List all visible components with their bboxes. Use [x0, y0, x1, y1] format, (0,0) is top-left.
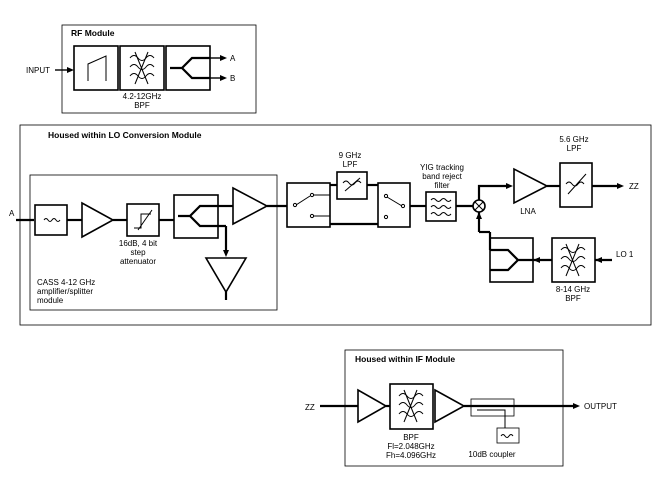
- cass-label-1: CASS 4-12 GHz: [37, 278, 95, 287]
- rf-out-b-arrow: [220, 75, 227, 81]
- splitter-icon: [490, 248, 533, 272]
- coupler-label: 10dB coupler: [468, 450, 515, 459]
- band-reject-filter-icon: [430, 198, 452, 216]
- lo1-label: LO 1: [616, 250, 634, 259]
- lo-out-arrow: [617, 183, 624, 189]
- step-attenuator-block: [126, 203, 160, 237]
- bpf-8-14ghz-block: [551, 237, 596, 283]
- bandpass-filter-icon: [129, 51, 155, 85]
- rf-out-a-arrow: [220, 55, 227, 61]
- rf-highpass-block: [73, 45, 119, 91]
- atten-label-1: 16dB, 4 bit: [119, 239, 158, 248]
- if-bpf-block: [389, 383, 434, 430]
- rf-input-label: INPUT: [26, 66, 50, 75]
- bpf814-label-1: 8-14 GHz: [556, 285, 590, 294]
- rf-module-title: RF Module: [71, 28, 115, 38]
- atten-label-3: attenuator: [120, 257, 156, 266]
- lpf9-label-1: 9 GHz: [339, 151, 362, 160]
- rf-out-a-label: A: [230, 54, 236, 63]
- lo-splitter-arrow: [533, 257, 540, 263]
- if-module-title: Housed within IF Module: [355, 354, 455, 364]
- highpass-icon: [87, 55, 107, 81]
- lo-input-a-label: A: [9, 209, 15, 218]
- rf-splitter-block: [165, 45, 211, 91]
- step-attenuator-icon: [134, 209, 153, 231]
- cass-label-3: module: [37, 296, 64, 305]
- rf-out-b-label: B: [230, 74, 235, 83]
- coupler-branch: [477, 409, 506, 428]
- lpf56-label-2: LPF: [567, 144, 582, 153]
- rf-bpf-label-1: 4.2-12GHz: [123, 92, 162, 101]
- if-bpf-label-2: Fl=2.048GHz: [387, 442, 434, 451]
- atten-label-2: step: [130, 248, 146, 257]
- mixer-to-lna-line: [477, 184, 508, 200]
- wave-filter-icon: [43, 218, 61, 222]
- lpf9-label-2: LPF: [343, 160, 358, 169]
- if-bpf-label-3: Fh=4.096GHz: [386, 451, 436, 460]
- yig-label-2: band reject: [422, 172, 462, 181]
- cass-input-filter-block: [34, 204, 68, 236]
- lo1-arrow: [595, 257, 602, 263]
- splitter-icon: [178, 204, 226, 228]
- splitter-icon: [170, 56, 210, 80]
- switch-1-block: [286, 182, 331, 228]
- bandpass-filter-icon: [560, 243, 586, 277]
- cass-amplifier-3: [204, 257, 248, 294]
- if-bpf-label-1: BPF: [403, 433, 419, 442]
- mixer-lo-arrow: [476, 212, 482, 219]
- switch-icon: [295, 195, 311, 206]
- bandpass-filter-icon: [398, 389, 424, 423]
- lo-conversion-module: Housed within LO Conversion Module A 16d…: [9, 124, 652, 326]
- if-input-zz-label: ZZ: [305, 403, 315, 412]
- lowpass-filter-icon: [342, 177, 362, 192]
- cass-branch-arrow: [223, 250, 229, 257]
- cass-amplifier-2: [232, 186, 269, 226]
- lna-arrow: [506, 183, 513, 189]
- lna-label: LNA: [520, 207, 536, 216]
- lo-out-zz-label: ZZ: [629, 182, 639, 191]
- switch-icon: [386, 196, 403, 207]
- lowpass-filter-icon: [565, 173, 587, 195]
- if-module: Housed within IF Module ZZ BPF Fl=2.048G…: [305, 349, 617, 467]
- rf-input-arrow: [67, 67, 74, 73]
- cass-label-2: amplifier/splitter: [37, 287, 93, 296]
- if-amplifier-1: [357, 388, 388, 424]
- yig-label-1: YIG tracking: [420, 163, 464, 172]
- rf-bpf-label-2: BPF: [134, 101, 150, 110]
- bpf814-label-2: BPF: [565, 294, 581, 303]
- lpf56-label-1: 5.6 GHz: [559, 135, 588, 144]
- lna-amplifier: [513, 167, 549, 205]
- load-wave-icon: [500, 434, 514, 438]
- if-output-label: OUTPUT: [584, 402, 617, 411]
- lo-module-title: Housed within LO Conversion Module: [48, 130, 202, 140]
- rf-module: RF Module INPUT A B 4.2-12GHz BPF: [26, 24, 257, 114]
- yig-label-3: filter: [434, 181, 449, 190]
- coupler-load-block: [496, 427, 520, 444]
- coupler-block: [470, 398, 515, 417]
- switch-2-block: [377, 182, 411, 228]
- cass-amplifier-1: [81, 201, 115, 239]
- if-output-arrow: [573, 403, 580, 409]
- if-amplifier-2: [434, 388, 466, 424]
